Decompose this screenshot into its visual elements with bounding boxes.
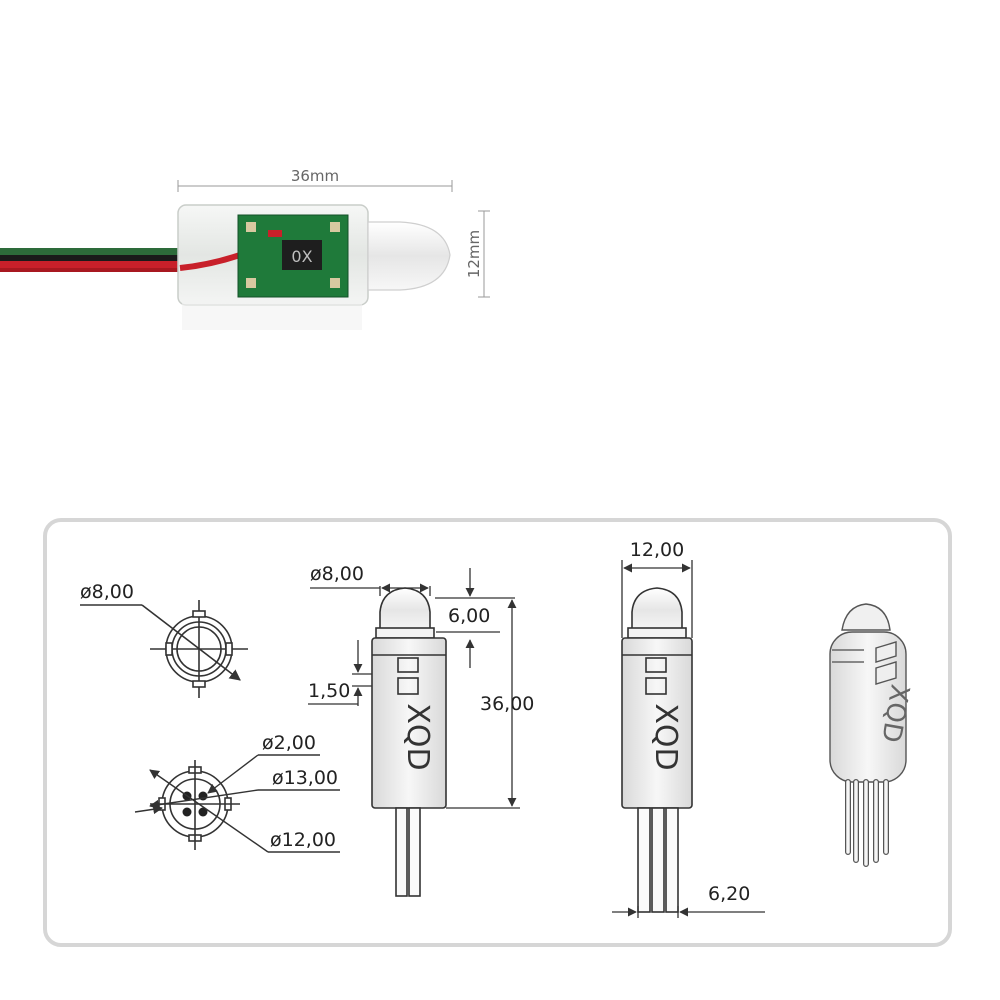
chip-marking: 0X [291, 247, 312, 266]
side-lens-diameter-label: ø8,00 [310, 563, 364, 585]
module-lens [367, 221, 451, 291]
front-width-label: 12,00 [630, 539, 684, 561]
photo-length-label: 36mm [291, 167, 339, 185]
end-view-pins-leaders [134, 754, 340, 853]
side-view-brand: XQD [400, 703, 435, 770]
drawing-frame [43, 518, 952, 947]
photo-height-dimension: 12mm [465, 210, 490, 298]
cable-bundle [0, 248, 200, 272]
front-view-dimensions [612, 560, 765, 918]
front-view [621, 587, 693, 913]
photo-length-dimension: 36mm [177, 167, 453, 192]
module-photo: 0X 36mm 12mm [0, 167, 490, 330]
side-view [371, 587, 447, 897]
end-view-top [80, 600, 248, 698]
photo-height-label: 12mm [465, 230, 483, 278]
front-lead-spacing-label: 6,20 [708, 883, 750, 905]
perspective-view [829, 603, 907, 867]
body-diameter-label: ø12,00 [270, 829, 336, 851]
side-total-length-label: 36,00 [480, 693, 534, 715]
outer-diameter-label: ø13,00 [272, 767, 338, 789]
side-view-dimensions [308, 568, 520, 809]
front-view-brand: XQD [648, 703, 683, 770]
side-ring-height-label: 1,50 [308, 680, 350, 702]
pin-diameter-label: ø2,00 [262, 732, 316, 754]
side-lens-height-label: 6,00 [448, 605, 490, 627]
top-diameter-label: ø8,00 [80, 581, 134, 603]
ic-chip [282, 240, 322, 270]
